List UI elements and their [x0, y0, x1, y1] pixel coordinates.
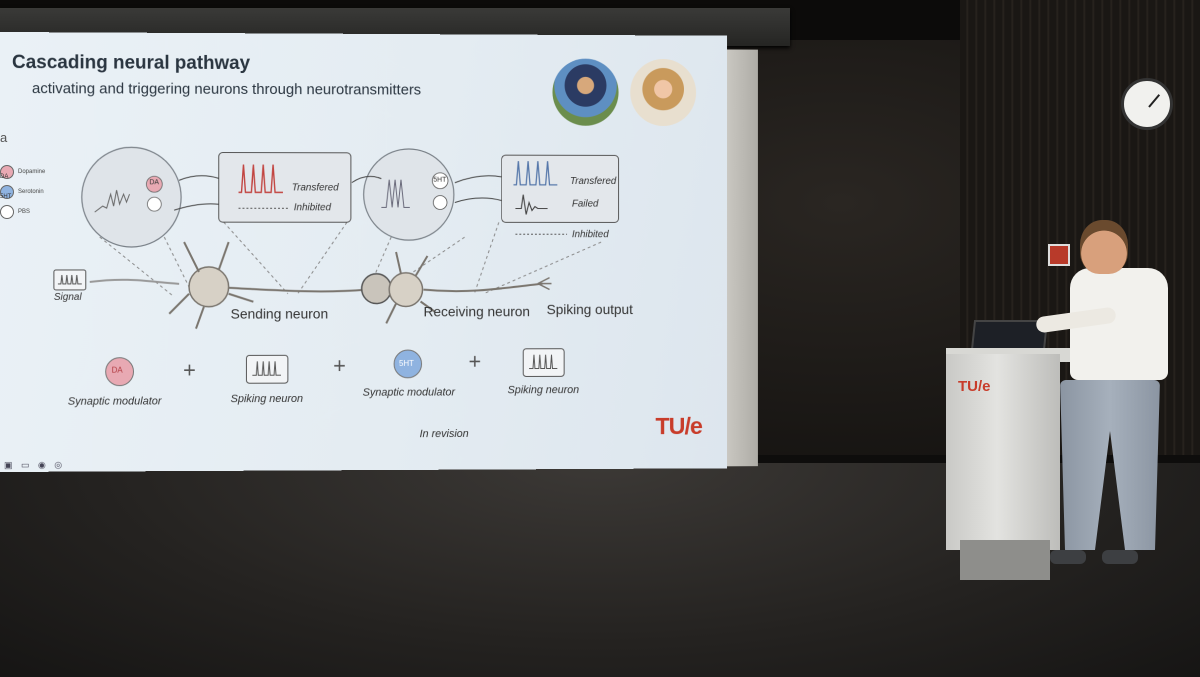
podium-logo: TU/e — [958, 378, 991, 395]
presenter — [1030, 220, 1190, 600]
pbs-badge-icon — [433, 196, 447, 210]
equation-label-2: Spiking neuron — [230, 392, 304, 406]
box2-transferred-label: Transfered — [569, 176, 617, 187]
signal-label: Signal — [53, 291, 82, 303]
arrow-icon — [455, 176, 502, 183]
legend-badge-da: DA — [0, 174, 9, 181]
plus-sign: + — [333, 353, 346, 379]
synapse-zoom-circle-2 — [364, 149, 454, 240]
sending-neuron-label: Sending neuron — [230, 305, 329, 322]
equation-label-4: Spiking neuron — [507, 384, 580, 397]
mixed-spikes-icon — [94, 190, 131, 213]
pbs-badge-icon — [147, 197, 163, 213]
podium-base — [960, 540, 1050, 580]
result-box-1 — [219, 153, 351, 223]
box2-failed-label: Failed — [571, 198, 599, 210]
circle1-badge-text: DA — [149, 179, 160, 187]
box2-inhibited-label: Inhibited — [571, 229, 609, 241]
legend-badge-5ht: 5HT — [0, 194, 12, 201]
box1-inhibited-label: Inhibited — [293, 202, 332, 214]
signal-spikes — [57, 275, 82, 285]
spiking-output-label: Spiking output — [546, 301, 633, 318]
screen-border — [727, 49, 758, 467]
plus-sign: + — [468, 348, 482, 374]
arrow-icon — [179, 176, 219, 181]
synapse-zoom-circle-1 — [82, 147, 181, 247]
projection-screen: Cascading neural pathway activating and … — [0, 32, 766, 472]
5ht-badge-icon — [432, 173, 448, 189]
neural-pathway-diagram — [53, 32, 727, 472]
equation-label-1: Synaptic modulator — [67, 395, 162, 408]
presentation-slide: Cascading neural pathway activating and … — [0, 32, 728, 472]
spiking-neuron-icon — [246, 355, 287, 383]
5ht-modulator-icon — [394, 350, 421, 378]
wall-clock-icon — [1121, 78, 1173, 130]
da-modulator-icon — [106, 358, 134, 386]
presenter-shoe — [1050, 550, 1086, 564]
equation-label-3: Synaptic modulator — [362, 386, 456, 399]
exit-sign-icon — [1048, 244, 1070, 266]
slide-toolbar[interactable]: ▣ ▭ ◉ ◎ — [3, 459, 66, 470]
circle2-badge-text: 5HT — [433, 176, 447, 184]
receiving-neuron-label: Receiving neuron — [423, 303, 531, 320]
equation-da-badge-text: DA — [111, 365, 123, 375]
neuron-chain-illustration — [90, 242, 552, 329]
signal-icon — [53, 269, 87, 291]
arrow-icon — [455, 198, 502, 203]
presenter-head — [1080, 220, 1128, 274]
presenter-legs — [1060, 380, 1160, 550]
equation-5ht-badge-text: 5HT — [399, 358, 414, 368]
spiking-neuron-icon — [523, 349, 564, 377]
box1-transferred-label: Transfered — [291, 182, 339, 194]
presenter-shoe — [1102, 550, 1138, 564]
podium — [946, 354, 1060, 550]
revision-note: In revision — [419, 428, 469, 441]
plus-sign: + — [183, 357, 196, 383]
result-box-2 — [502, 155, 619, 222]
tue-logo: TU/e — [655, 413, 702, 441]
